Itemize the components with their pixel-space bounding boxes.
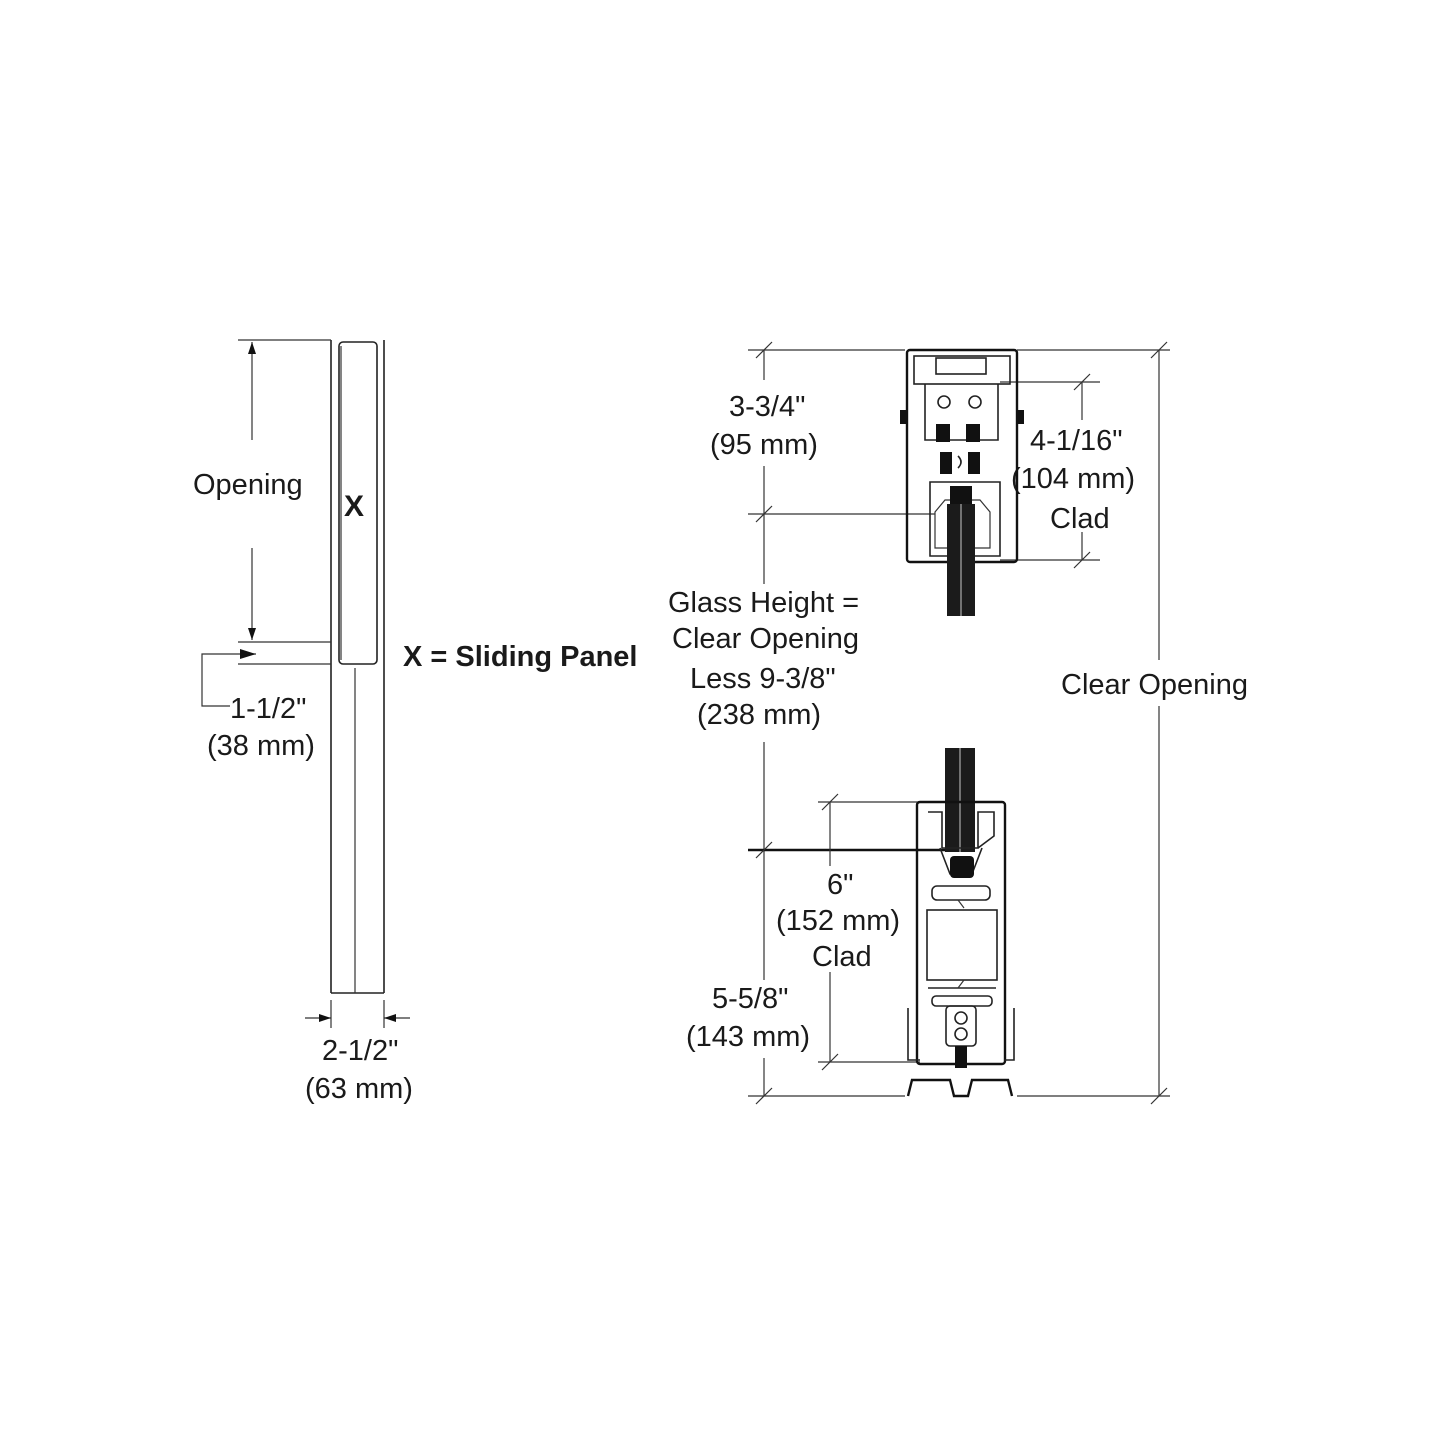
sliding-panel <box>338 341 378 665</box>
sill-inches: 5-5/8" <box>712 983 788 1015</box>
panel-frame <box>330 340 385 994</box>
glass-height-line4: (238 mm) <box>697 699 821 731</box>
top-clad-inches: 4-1/16" <box>1030 425 1123 457</box>
offset-mm: (38 mm) <box>207 730 315 762</box>
width-mm: (63 mm) <box>305 1073 413 1105</box>
glass-height-line2: Clear Opening <box>672 623 859 655</box>
glass-height-line1: Glass Height = <box>668 587 859 619</box>
glass-height-line3: Less 9-3/8" <box>690 663 836 695</box>
bottom-clad-word: Clad <box>812 941 872 973</box>
offset-inches: 1-1/2" <box>230 693 306 725</box>
opening-dimension <box>238 339 331 643</box>
sill-mm: (143 mm) <box>686 1021 810 1053</box>
width-dimension <box>305 1000 410 1028</box>
clear-opening-label: Clear Opening <box>1061 669 1248 701</box>
header-inches: 3-3/4" <box>729 391 805 423</box>
bottom-clad-inches: 6" <box>827 869 853 901</box>
left-elevation-view: X Opening 1-1/2" (38 mm) 2-1/2" <box>193 339 637 1105</box>
legend-text: X = Sliding Panel <box>403 641 637 673</box>
opening-label: Opening <box>193 469 303 501</box>
bottom-rail-assembly <box>906 800 1015 1098</box>
panel-mark: X <box>344 490 364 523</box>
bottom-clad-mm: (152 mm) <box>776 905 900 937</box>
width-inches: 2-1/2" <box>322 1035 398 1067</box>
bottom-clad-dimension <box>818 793 920 1071</box>
clear-opening-dimension <box>748 341 1170 1105</box>
right-section-view: Clear Opening 3-3/4" (95 mm) Glass Heigh… <box>668 341 1248 1105</box>
header-mm: (95 mm) <box>710 429 818 461</box>
top-clad-word: Clad <box>1050 503 1110 535</box>
top-clad-mm: (104 mm) <box>1011 463 1135 495</box>
offset-dimension <box>201 649 331 707</box>
